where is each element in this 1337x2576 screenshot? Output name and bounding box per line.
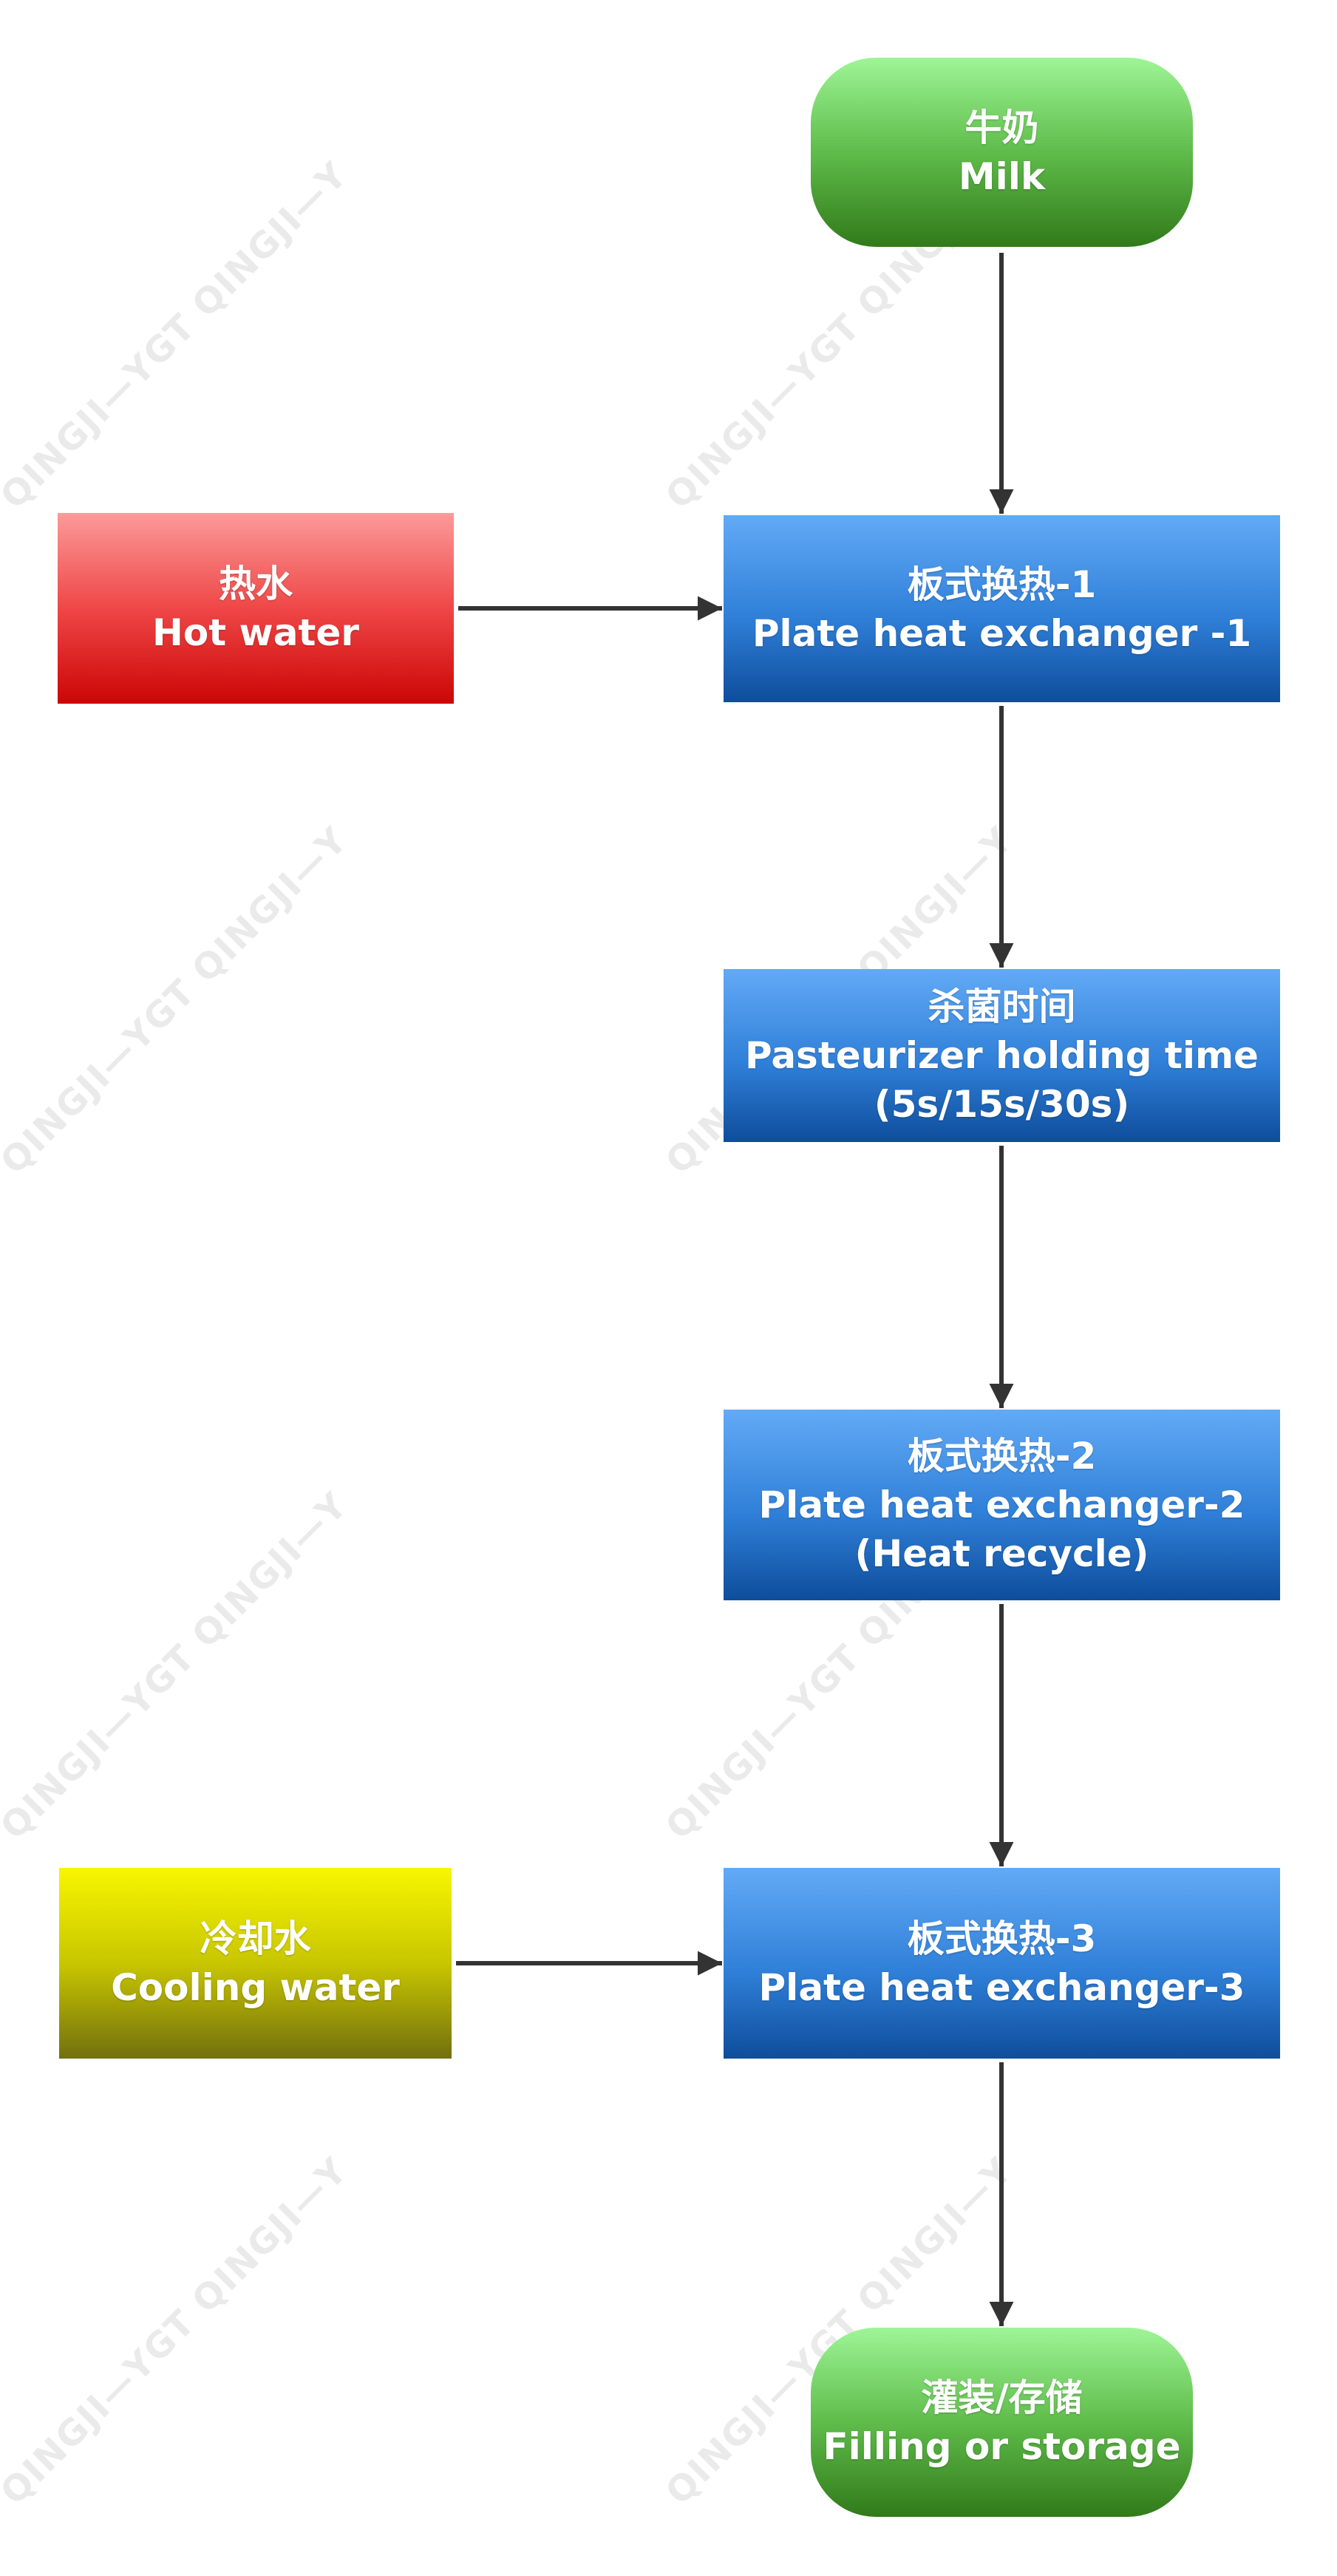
node-phe1-en-label: Plate heat exchanger -1: [752, 611, 1252, 655]
node-filling-cn-label: 灌装/存储: [921, 2376, 1083, 2419]
node-phe3-en-label: Plate heat exchanger-3: [758, 1966, 1245, 2009]
node-milk-cn-label: 牛奶: [965, 106, 1039, 149]
node-cooling-cn-label: 冷却水: [200, 1917, 311, 1960]
node-milk: 牛奶 Milk: [811, 58, 1193, 247]
node-filling-en-label: Filling or storage: [823, 2425, 1181, 2468]
node-plate-heat-exchanger-2: 板式换热-2 Plate heat exchanger-2 (Heat recy…: [724, 1410, 1280, 1600]
node-phe2-en-label: Plate heat exchanger-2: [758, 1484, 1245, 1526]
node-filling-or-storage: 灌装/存储 Filling or storage: [811, 2328, 1193, 2517]
node-phe2-cn-label: 板式换热-2: [907, 1435, 1097, 1478]
node-hot-water-cn-label: 热水: [219, 563, 293, 605]
node-hot-water-en-label: Hot water: [152, 611, 359, 654]
node-hot-water: 热水 Hot water: [58, 513, 454, 704]
node-holding-cn-label: 杀菌时间: [928, 985, 1076, 1028]
node-phe1-cn-label: 板式换热-1: [907, 563, 1097, 606]
node-holding-extra-label: (5s/15s/30s): [874, 1083, 1130, 1126]
node-phe3-cn-label: 板式换热-3: [907, 1917, 1097, 1960]
node-cooling-en-label: Cooling water: [111, 1966, 400, 2009]
node-holding-en-label: Pasteurizer holding time: [745, 1034, 1259, 1077]
node-cooling-water: 冷却水 Cooling water: [59, 1868, 452, 2059]
node-pasteurizer-holding-time: 杀菌时间 Pasteurizer holding time (5s/15s/30…: [724, 969, 1280, 1142]
node-milk-en-label: Milk: [958, 155, 1046, 198]
node-phe2-extra-label: (Heat recycle): [854, 1532, 1149, 1575]
node-plate-heat-exchanger-3: 板式换热-3 Plate heat exchanger-3: [724, 1868, 1280, 2059]
node-plate-heat-exchanger-1: 板式换热-1 Plate heat exchanger -1: [724, 515, 1280, 702]
